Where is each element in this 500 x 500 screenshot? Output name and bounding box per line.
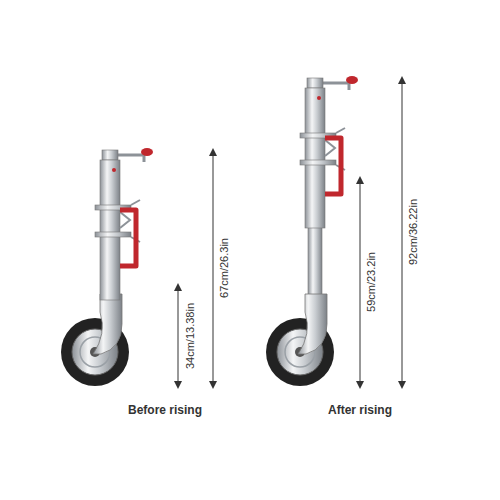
caption-label: After rising <box>328 403 392 417</box>
dimension-label: 67cm/26.3in <box>218 236 230 300</box>
dimension-label: 59cm/23.2in <box>365 250 377 314</box>
dimension-lines <box>178 80 402 385</box>
dimension-label: 34cm/13.38in <box>184 301 196 371</box>
dimension-label: 92cm/36.22in <box>407 197 419 267</box>
caption-label: Before rising <box>128 403 202 417</box>
